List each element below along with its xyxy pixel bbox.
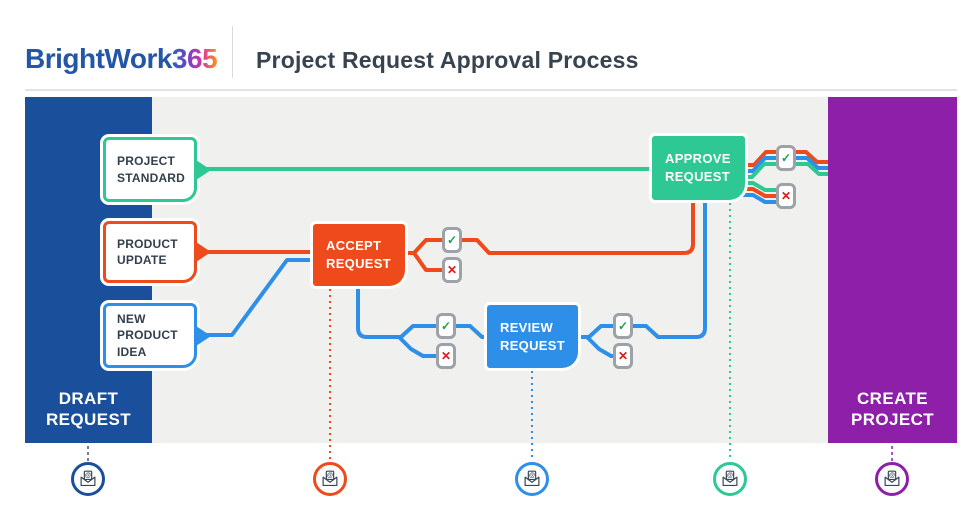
email-notification-icon-accept: @ <box>313 462 347 496</box>
step-review-request: REVIEW REQUEST <box>487 305 578 368</box>
draft-request-label: DRAFT REQUEST <box>46 388 131 429</box>
header-bottom-border <box>25 89 957 91</box>
create-project-lane: CREATE PROJECT <box>828 97 957 443</box>
checkpoint-approved-icon: ✓ <box>613 313 633 339</box>
step-accept-request: ACCEPT REQUEST <box>313 224 405 286</box>
at-symbol: @ <box>727 472 733 479</box>
header-divider <box>232 26 233 78</box>
checkpoint-rejected-icon: ✕ <box>442 257 462 283</box>
create-project-label: CREATE PROJECT <box>850 388 935 429</box>
email-notification-icon-review: @ <box>515 462 549 496</box>
checkpoint-rejected-icon: ✕ <box>776 183 796 209</box>
envelope-icon: @ <box>322 470 338 487</box>
logo-brand-text: BrightWork <box>25 43 172 74</box>
at-symbol: @ <box>85 472 91 479</box>
envelope-icon: @ <box>884 470 900 487</box>
checkpoint-approved-icon: ✓ <box>776 145 796 171</box>
envelope-icon: @ <box>722 470 738 487</box>
checkpoint-rejected-icon: ✕ <box>613 343 633 369</box>
logo-365-text: 365 <box>171 43 218 74</box>
envelope-icon: @ <box>80 470 96 487</box>
checkpoint-approved-icon: ✓ <box>436 313 456 339</box>
input-box-product-update: PRODUCT UPDATE <box>103 221 211 283</box>
email-notification-icon-create: @ <box>875 462 909 496</box>
pointer-arrow <box>196 325 211 346</box>
checkpoint-approved-icon: ✓ <box>442 227 462 253</box>
email-notification-icon-approve: @ <box>713 462 747 496</box>
page-title: Project Request Approval Process <box>256 47 639 73</box>
at-symbol: @ <box>327 472 333 479</box>
at-symbol: @ <box>889 472 895 479</box>
input-box-project-standard: PROJECT STANDARD <box>103 137 211 202</box>
input-box-new-product-idea: NEW PRODUCT IDEA <box>103 303 211 368</box>
brightwork-logo: BrightWork365 <box>25 43 218 75</box>
at-symbol: @ <box>529 472 535 479</box>
pointer-arrow <box>196 242 211 262</box>
pointer-arrow <box>196 159 211 180</box>
step-approve-request: APPROVE REQUEST <box>652 136 745 200</box>
envelope-icon: @ <box>524 470 540 487</box>
email-notification-icon-draft: @ <box>71 462 105 496</box>
checkpoint-rejected-icon: ✕ <box>436 343 456 369</box>
